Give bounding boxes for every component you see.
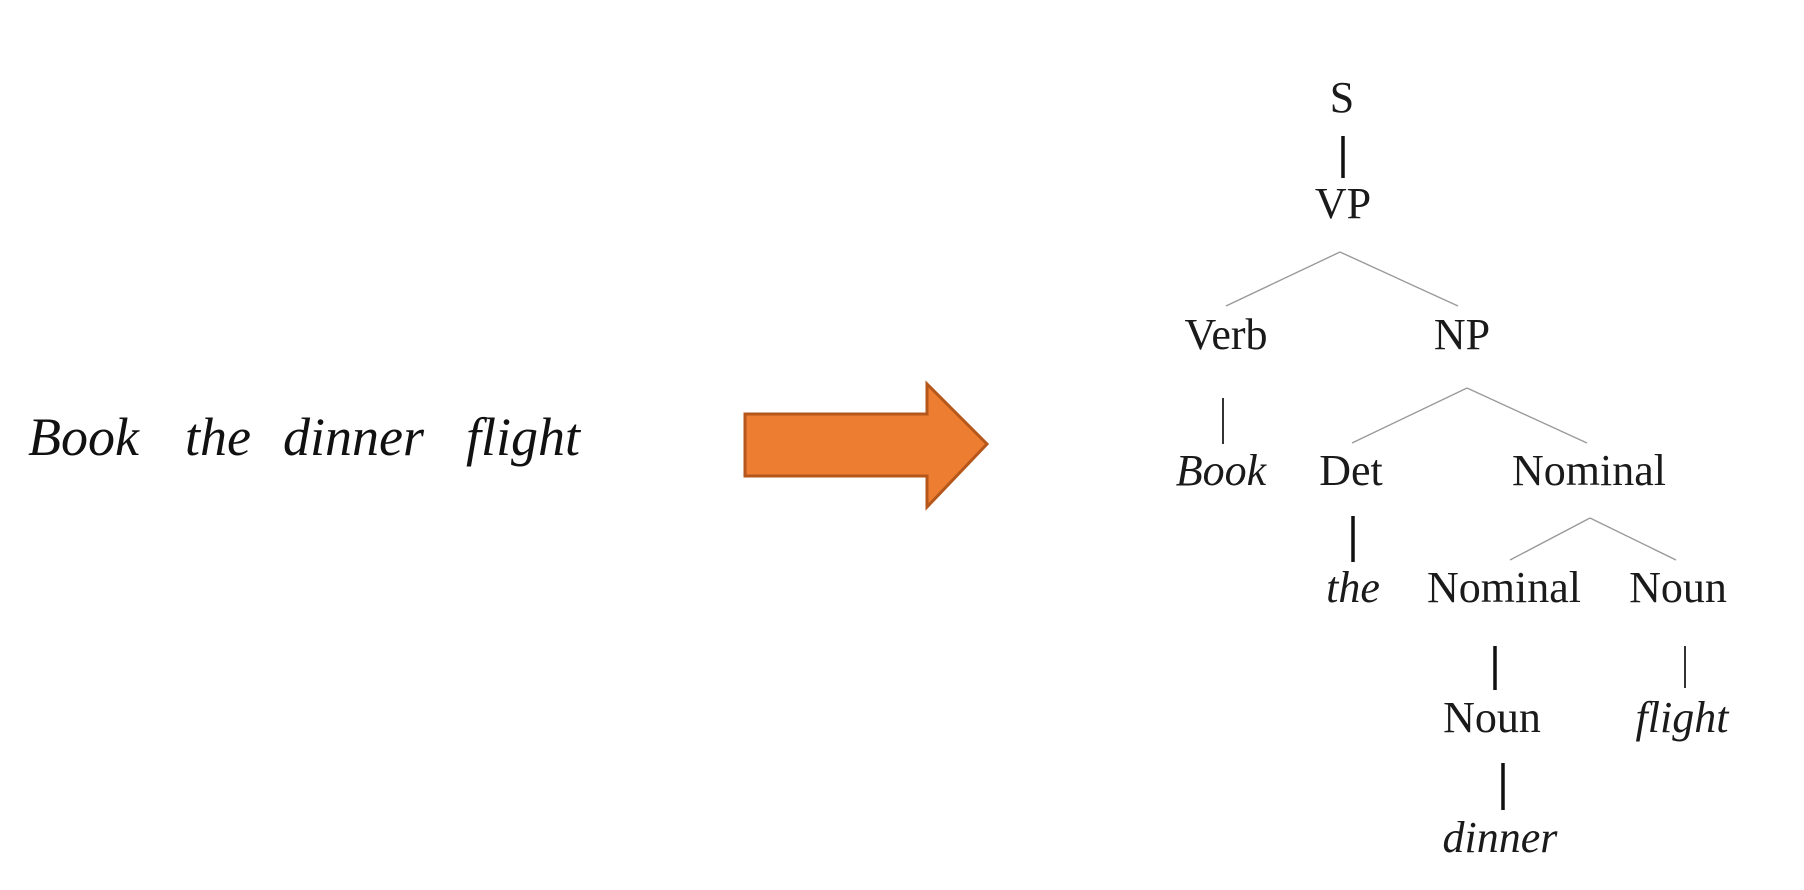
- edge-vp-np: [1339, 251, 1459, 307]
- edge-np-det: [1351, 387, 1468, 444]
- leaf-book: Book: [1176, 446, 1268, 495]
- edge-nominal-noun: [1589, 517, 1677, 561]
- node-verb: Verb: [1184, 310, 1267, 359]
- parse-tree-nodes: S VP Verb NP Book Det Nominal the Nomina…: [1176, 73, 1730, 862]
- leaf-flight: flight: [1636, 693, 1731, 742]
- node-np: NP: [1434, 310, 1490, 359]
- sentence-word-flight: flight: [466, 407, 582, 467]
- right-arrow-icon: [743, 380, 990, 511]
- node-noun-right: Noun: [1629, 563, 1727, 612]
- sentence-word-dinner: dinner: [283, 407, 425, 467]
- node-nominal-top: Nominal: [1512, 446, 1666, 495]
- edge-np-nominal: [1466, 387, 1588, 444]
- sentence-word-the: the: [185, 407, 251, 467]
- node-s: S: [1330, 73, 1354, 122]
- node-nominal-inner: Nominal: [1427, 563, 1581, 612]
- input-sentence: Book the dinner flight: [28, 407, 582, 467]
- node-det: Det: [1319, 446, 1383, 495]
- node-vp: VP: [1315, 179, 1371, 228]
- edge-nominal-nominal: [1509, 517, 1591, 561]
- sentence-word-book: Book: [28, 407, 140, 467]
- parse-tree-edges: [1222, 136, 1686, 810]
- edge-vp-verb: [1225, 251, 1341, 307]
- node-noun-inner: Noun: [1443, 693, 1541, 742]
- leaf-dinner: dinner: [1443, 813, 1559, 862]
- leaf-the: the: [1326, 563, 1380, 612]
